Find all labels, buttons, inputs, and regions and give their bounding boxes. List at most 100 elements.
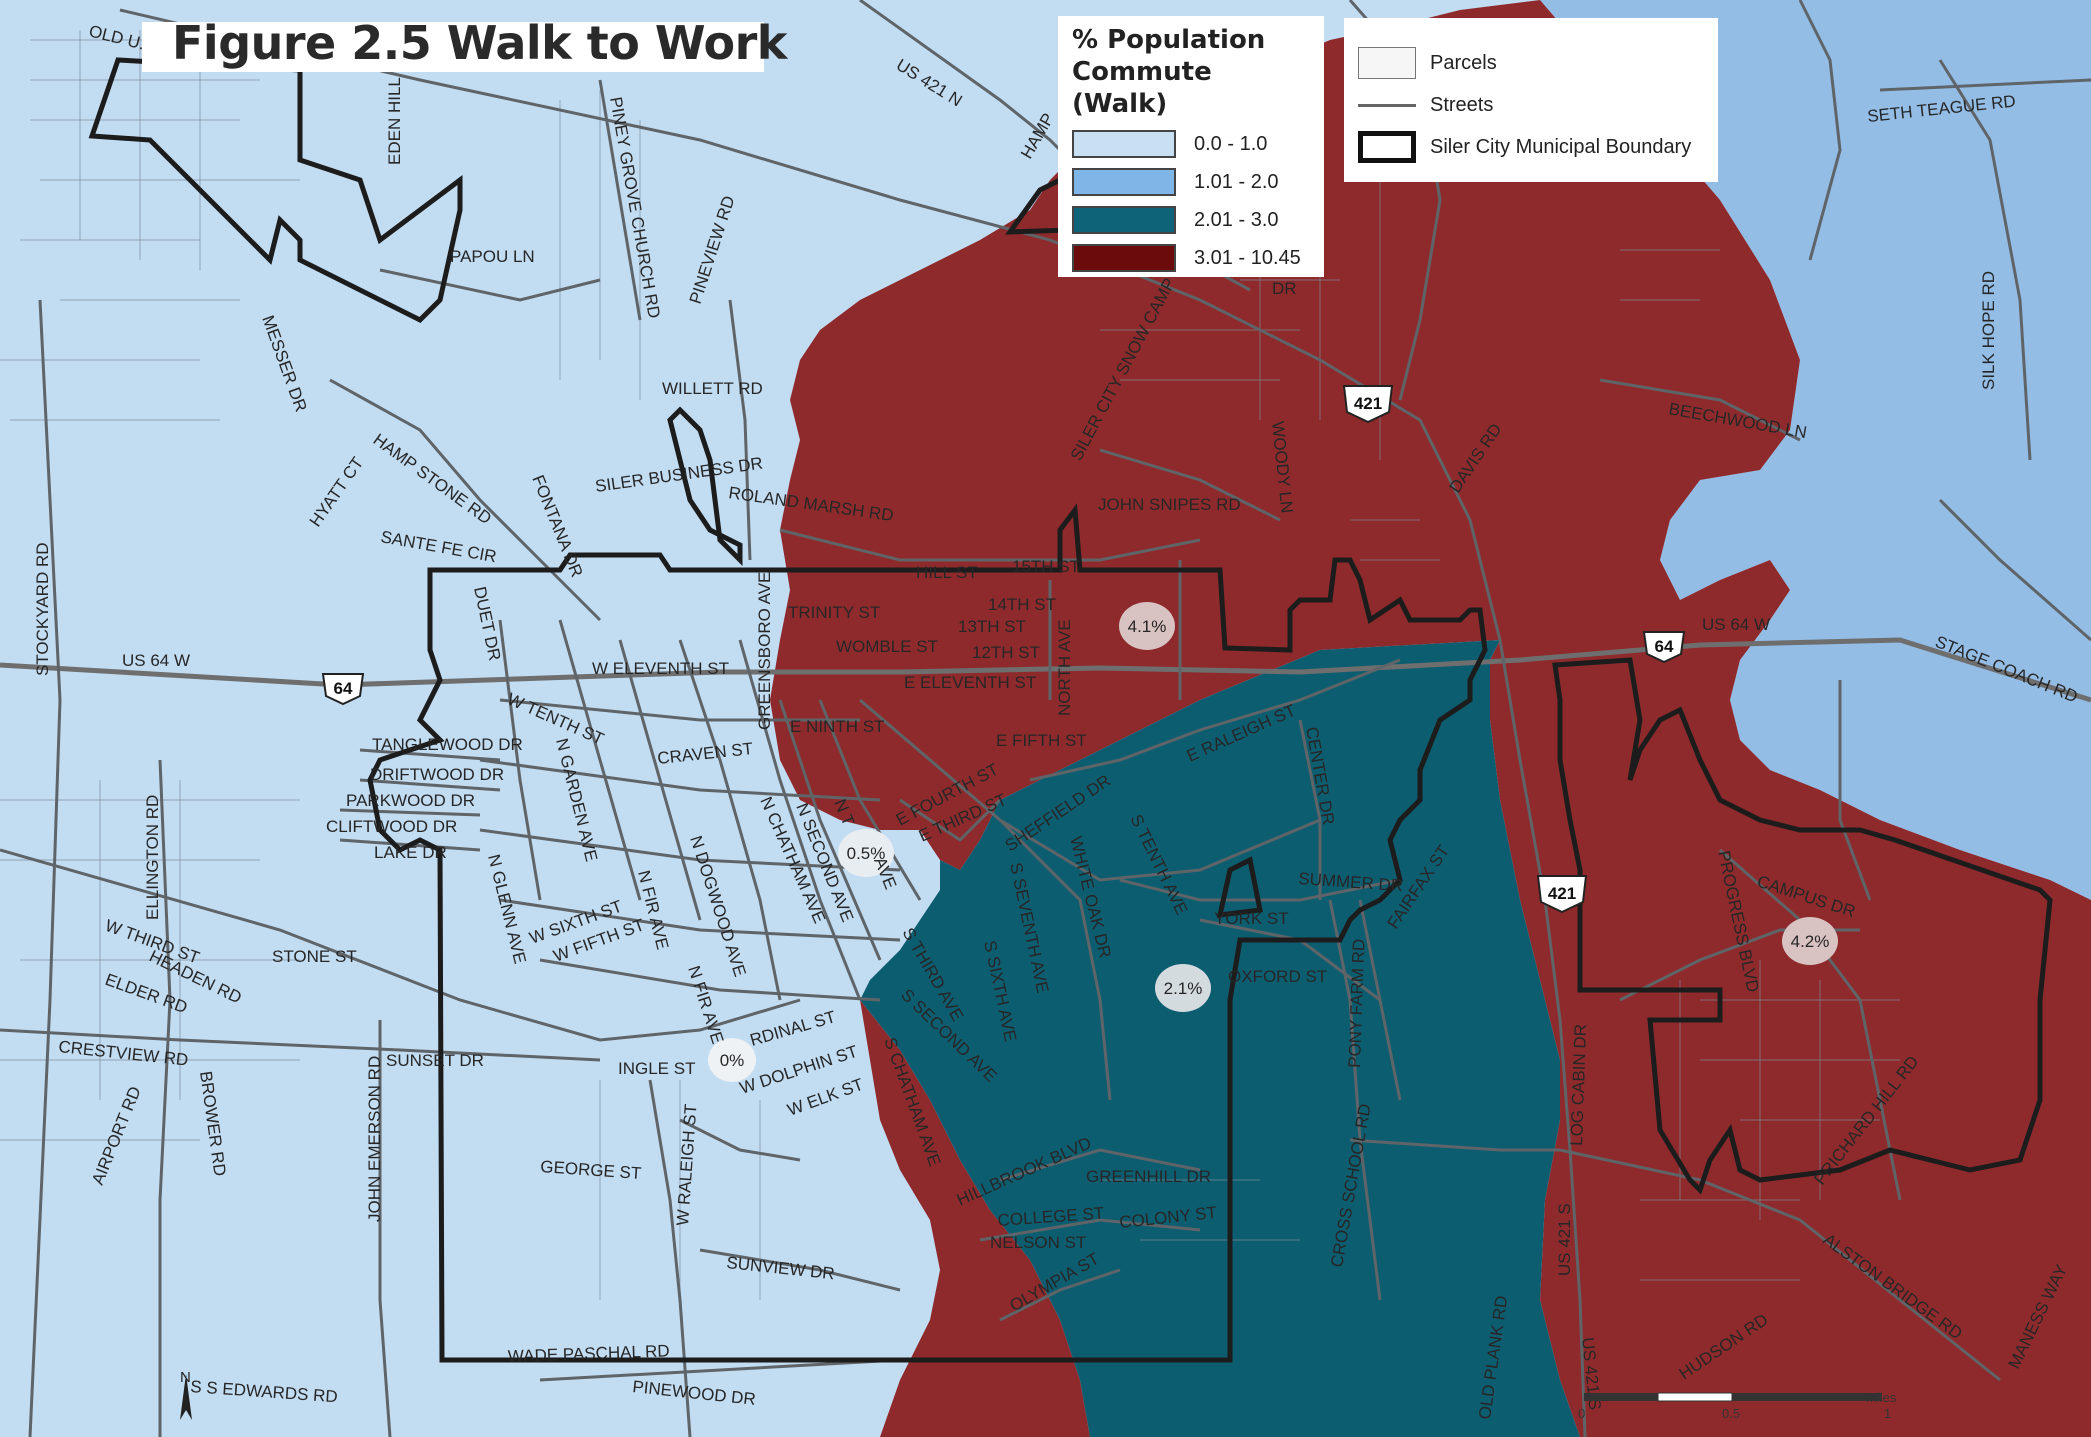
scale-label: 0 [1578, 1406, 1585, 1421]
shield-number: 421 [1548, 884, 1576, 903]
street-label: STOCKYARD RD [33, 542, 52, 676]
street-label: NORTH AVE [1055, 619, 1074, 716]
boundary-symbol [1358, 131, 1416, 163]
north-arrow-label: N [180, 1369, 191, 1386]
tract-bubble [1155, 964, 1211, 1012]
tract-value-label: 2.1% [1164, 979, 1203, 998]
legend-row: Streets [1358, 84, 1704, 126]
legend-class-label: 2.01 - 3.0 [1194, 208, 1279, 231]
street-label: WOMBLE ST [836, 637, 938, 656]
street-label: JOHN SNIPES RD [1098, 495, 1241, 514]
street-label: GREENSBORO AVE [755, 572, 774, 730]
figure-title: Figure 2.5 Walk to Work [172, 16, 787, 70]
street-label: PONY FARM RD [1345, 938, 1368, 1068]
street-label: TRINITY ST [788, 603, 880, 622]
street-label: W ELEVENTH ST [592, 659, 729, 678]
street-label: CLIFTWOOD DR [326, 817, 457, 836]
legend-swatch [1072, 168, 1176, 196]
tract-bubble [838, 829, 894, 877]
legend-swatch [1072, 130, 1176, 158]
street-label: INGLE ST [618, 1059, 695, 1078]
legend-class-label: 3.01 - 10.45 [1194, 246, 1301, 269]
region-blue-east [1540, 0, 2091, 900]
street-label: NELSON ST [990, 1233, 1086, 1252]
street-label: 13TH ST [958, 617, 1026, 636]
street-label: DR [1272, 279, 1297, 298]
legend-title-line1: % Population [1072, 25, 1266, 55]
scale-bar: 0 0.5 1 Miles [1578, 1390, 1897, 1421]
scale-label: 0.5 [1722, 1406, 1740, 1421]
region-red-north [770, 0, 2091, 1437]
street-label: TANGLEWOOD DR [372, 735, 523, 754]
street-label: PAPOU LN [450, 247, 535, 266]
tract-value-label: 4.2% [1791, 932, 1830, 951]
us-64-shield-east: 64 [1642, 631, 1686, 664]
walk-legend: % Population Commute (Walk) 0.0 - 1.0 1.… [1058, 16, 1324, 277]
street-label: 15TH ST [1012, 557, 1080, 576]
shield-number: 421 [1354, 394, 1382, 413]
route-shields: 64 64 421 421 [321, 385, 1686, 914]
street-label: SUNSET DR [386, 1051, 484, 1070]
street-label: PARKWOOD DR [346, 791, 475, 810]
street-label: EDEN HILL [385, 77, 404, 165]
region-red-south [860, 1000, 1090, 1437]
street-label: WILLETT RD [662, 379, 763, 398]
legend-row: 1.01 - 2.0 [1072, 168, 1310, 196]
legend-row: Siler City Municipal Boundary [1358, 126, 1704, 168]
street-label: DRIFTWOOD DR [370, 765, 504, 784]
north-arrow: N [180, 1369, 192, 1420]
parcels-symbol [1358, 47, 1416, 79]
us-421-shield-south: 421 [1536, 875, 1588, 914]
legend-title-line2: Commute (Walk) [1072, 57, 1212, 119]
us-421-shield-north: 421 [1342, 385, 1394, 424]
parcel-lines [0, 30, 1900, 1300]
street-label: OXFORD ST [1228, 967, 1327, 986]
legend-row: 3.01 - 10.45 [1072, 244, 1310, 272]
street-label: US 64 W [1702, 615, 1770, 634]
title-backdrop [142, 22, 764, 72]
scale-label: 1 [1884, 1406, 1891, 1421]
tract-value-label: 4.1% [1128, 617, 1167, 636]
legend-row: 0.0 - 1.0 [1072, 130, 1310, 158]
us-64-shield-west: 64 [321, 673, 365, 706]
street-label: GREENHILL DR [1086, 1167, 1211, 1186]
legend-swatch [1072, 206, 1176, 234]
street-label: US 421 S [1555, 1203, 1574, 1276]
legend-class-label: 1.01 - 2.0 [1194, 170, 1279, 193]
legend-label-parcels: Parcels [1430, 51, 1497, 74]
tract-value-label: 0% [720, 1051, 745, 1070]
street-label: 12TH ST [972, 643, 1040, 662]
street-label: LAKE DR [374, 843, 447, 862]
street-label: US 64 W [122, 651, 190, 670]
municipal-boundary [88, 57, 2053, 1363]
street-label: E NINTH ST [790, 717, 884, 736]
street-label: E FIFTH ST [996, 731, 1087, 750]
legend-label-boundary: Siler City Municipal Boundary [1430, 135, 1692, 158]
features-legend: Parcels Streets Siler City Municipal Bou… [1344, 18, 1718, 182]
street-label: STONE ST [272, 947, 357, 966]
tract-bubble [1782, 917, 1838, 965]
legend-swatch [1072, 244, 1176, 272]
legend-class-label: 0.0 - 1.0 [1194, 132, 1268, 155]
legend-row: Parcels [1358, 42, 1704, 84]
shield-number: 64 [334, 679, 353, 698]
shield-number: 64 [1655, 637, 1674, 656]
region-teal [860, 640, 1580, 1437]
street-label: E ELEVENTH ST [904, 673, 1036, 692]
street-label: SILK HOPE RD [1979, 271, 1998, 390]
legend-row: 2.01 - 3.0 [1072, 206, 1310, 234]
street-label: JOHN EMERSON RD [365, 1056, 384, 1222]
street-label: 14TH ST [988, 595, 1056, 614]
tract-bubble [708, 1038, 756, 1082]
legend-label-streets: Streets [1430, 93, 1494, 116]
scale-unit: Miles [1866, 1390, 1897, 1405]
street-label: ELLINGTON RD [143, 795, 162, 920]
tract-labels: 4.1% 0.5% 2.1% 0% 4.2% [708, 602, 1838, 1082]
streets-symbol [1358, 103, 1416, 107]
street-label: HILL ST [916, 563, 978, 582]
street-label: YORK ST [1214, 909, 1289, 928]
tract-bubble [1119, 602, 1175, 650]
tract-value-label: 0.5% [847, 844, 886, 863]
street-label: LOG CABIN DR [1567, 1024, 1590, 1146]
